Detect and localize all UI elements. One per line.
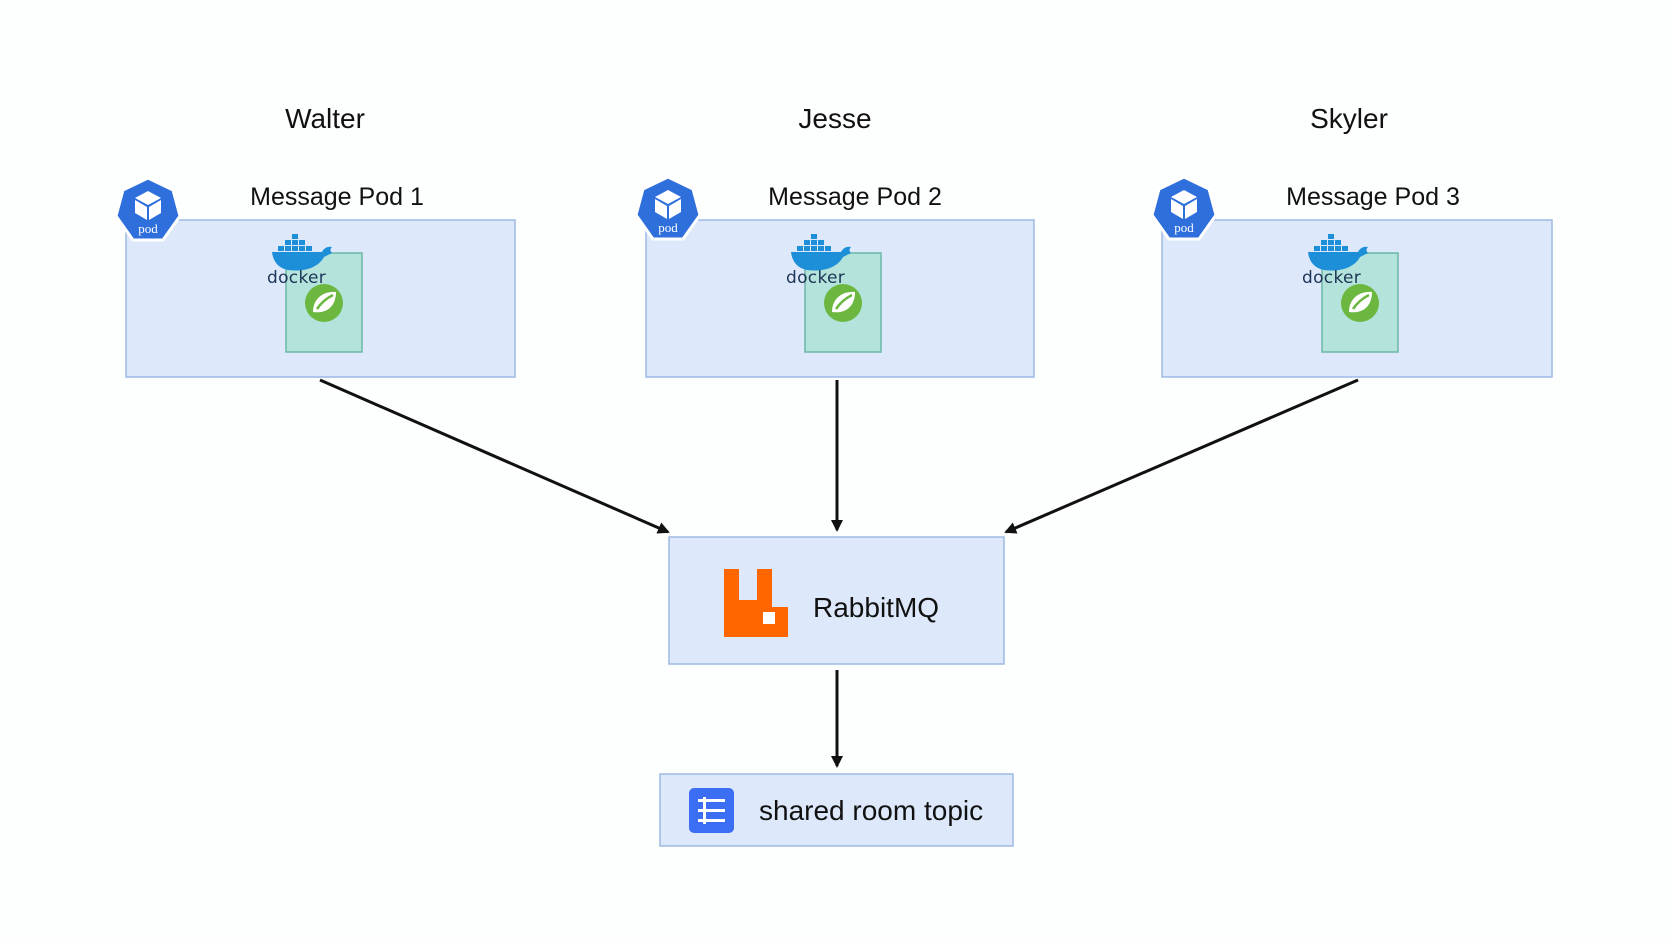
pod-badge-label: pod [1174,220,1194,235]
docker-label: docker [267,268,326,288]
user-name: Jesse [798,103,871,134]
docker-label: docker [1302,268,1361,288]
spring-leaf-icon [822,282,864,324]
pod-title: Message Pod 2 [768,183,942,211]
pod-group-2: Jesse Message Pod 2 pod docker [634,103,1035,378]
pod-group-3: Skyler Message Pod 3 pod docker [1150,103,1553,378]
topic-label: shared room topic [759,795,983,826]
pod-title: Message Pod 1 [250,183,424,211]
spring-leaf-icon [303,282,345,324]
pod-badge-label: pod [138,221,158,236]
docker-label: docker [786,268,845,288]
user-name: Walter [285,103,365,134]
connections [319,378,1359,768]
kubernetes-pod-icon: pod [114,176,182,242]
spring-leaf-icon [1339,282,1381,324]
topic-list-icon [689,788,734,833]
pod-title: Message Pod 3 [1286,183,1460,211]
kubernetes-pod-icon: pod [634,175,702,241]
rabbitmq-node: RabbitMQ [668,536,1005,665]
arrow-pod3-to-rabbitmq [1004,378,1359,534]
rabbitmq-logo-icon [724,569,788,637]
kubernetes-pod-icon: pod [1150,175,1218,241]
rabbitmq-label: RabbitMQ [813,592,939,623]
arrow-pod1-to-rabbitmq [319,378,670,534]
pod-badge-label: pod [658,220,678,235]
user-name: Skyler [1310,103,1388,134]
pod-group-1: Walter Message Pod 1 pod docker [114,103,516,378]
topic-node: shared room topic [659,773,1014,847]
